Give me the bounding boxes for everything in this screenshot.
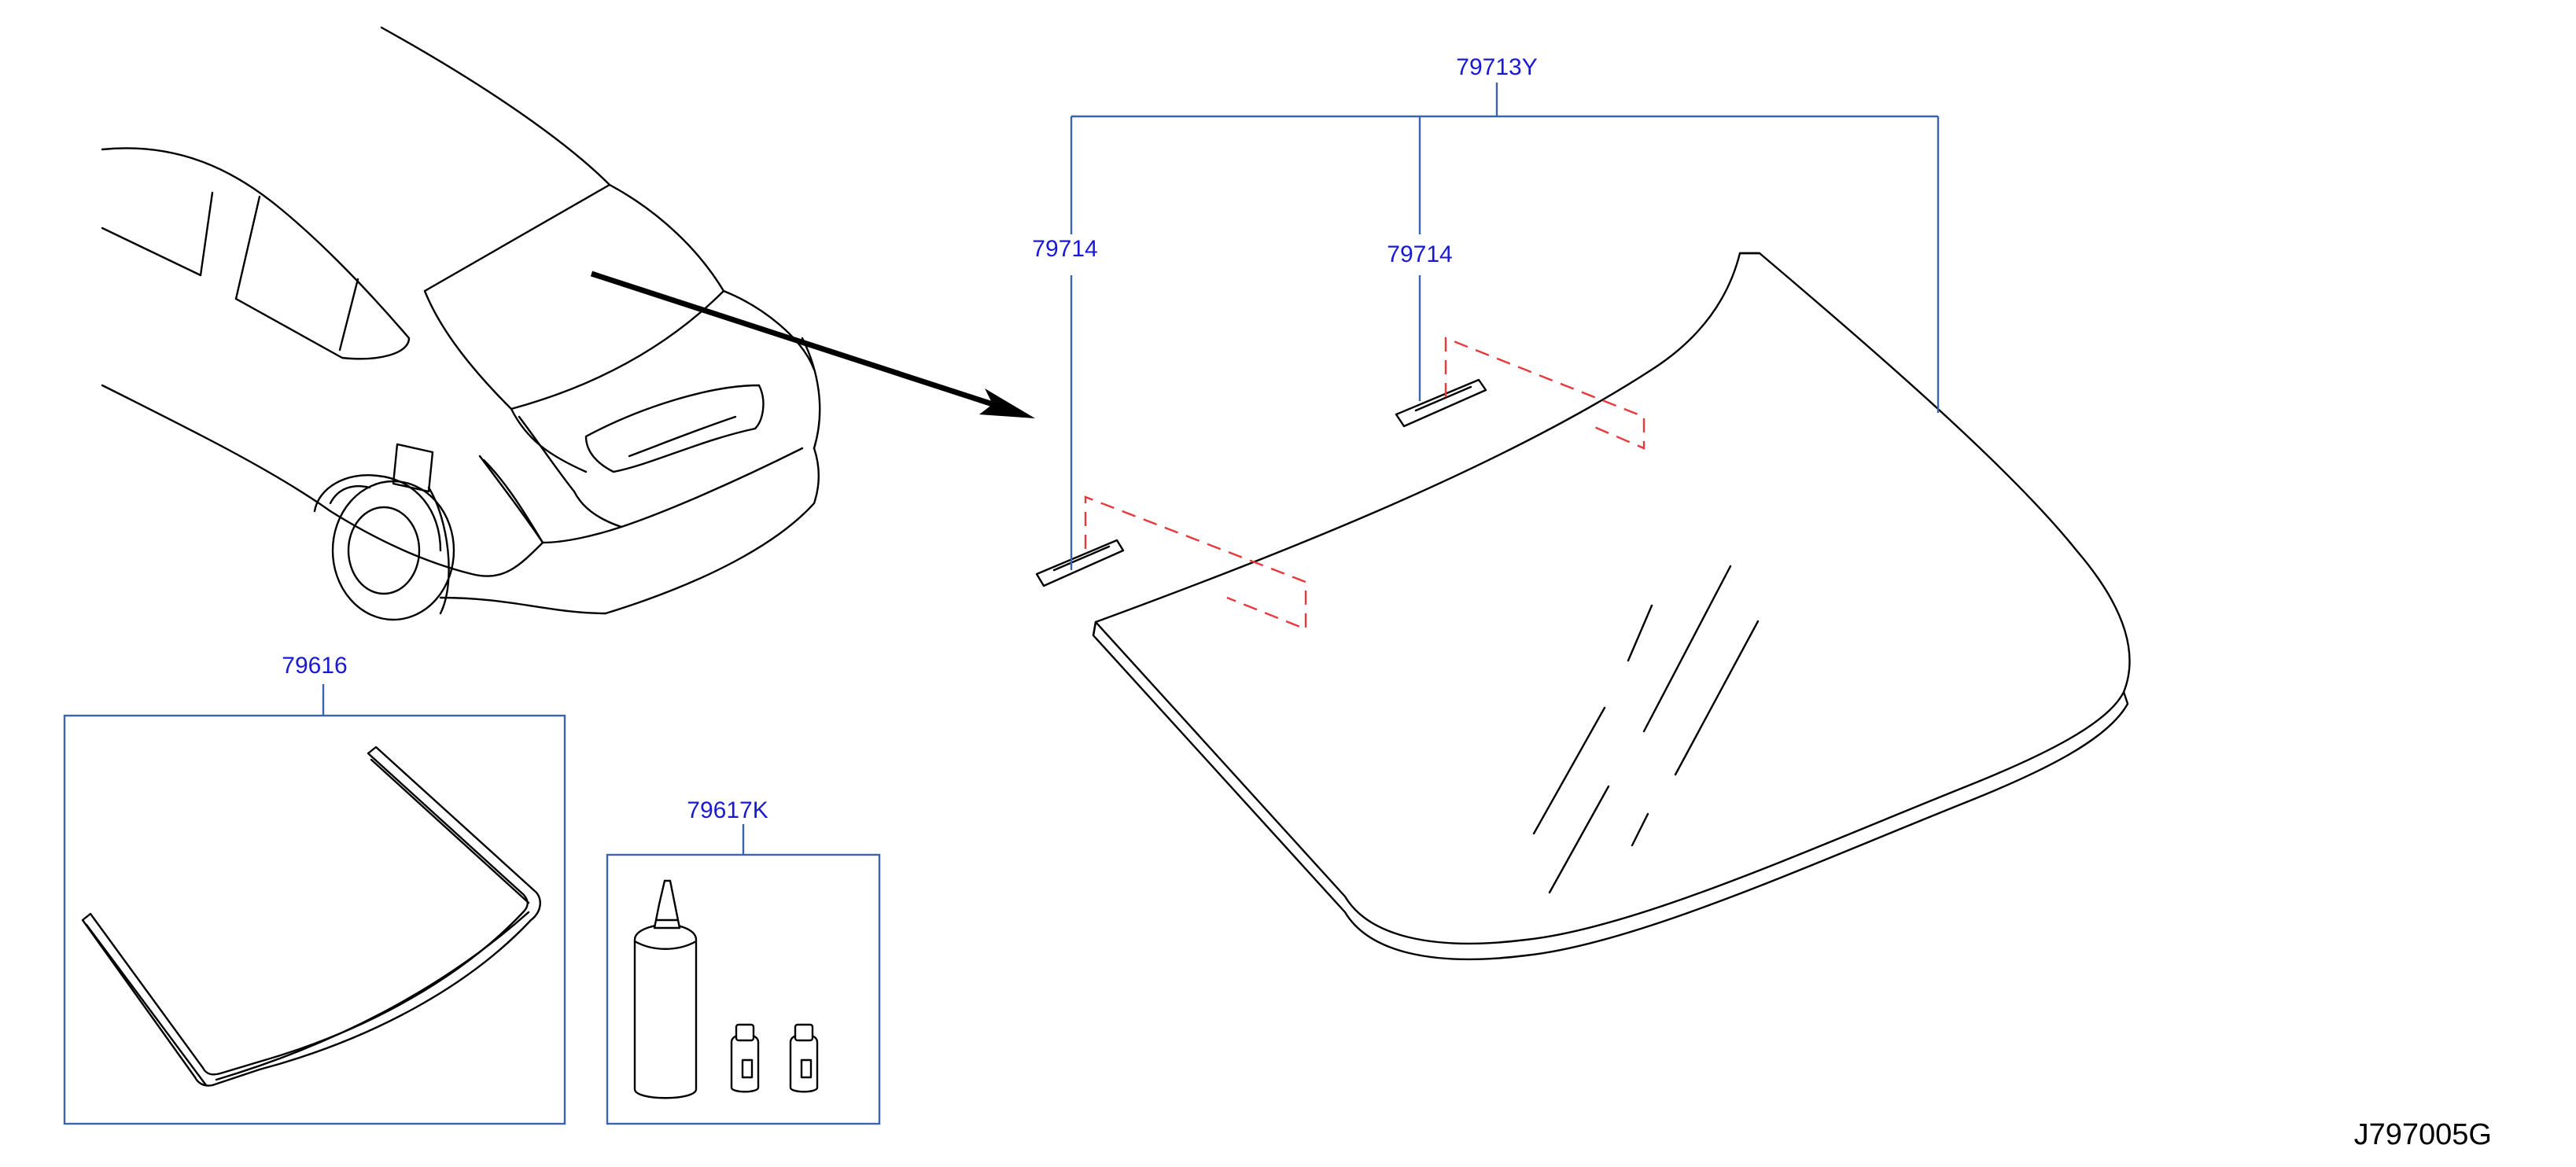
- molding-panel: [63, 684, 566, 1125]
- back-door-glass: [1092, 252, 2131, 961]
- diagram-reference-code: J797005G: [2354, 1118, 2492, 1151]
- kit-leader-lines: [1070, 83, 1940, 570]
- spacer-left: [1035, 495, 1307, 631]
- adhesive-kit-panel: [606, 824, 881, 1125]
- part-label-adhesive-kit[interactable]: 79617K: [687, 797, 768, 823]
- part-label-spacer-left[interactable]: 79714: [1032, 236, 1097, 262]
- part-label-spacer-right[interactable]: 79714: [1387, 241, 1452, 267]
- vehicle-illustration: [101, 26, 1035, 621]
- spacer-right: [1395, 337, 1645, 450]
- part-label-kit[interactable]: 79713Y: [1456, 54, 1537, 80]
- part-label-molding[interactable]: 79616: [282, 653, 347, 679]
